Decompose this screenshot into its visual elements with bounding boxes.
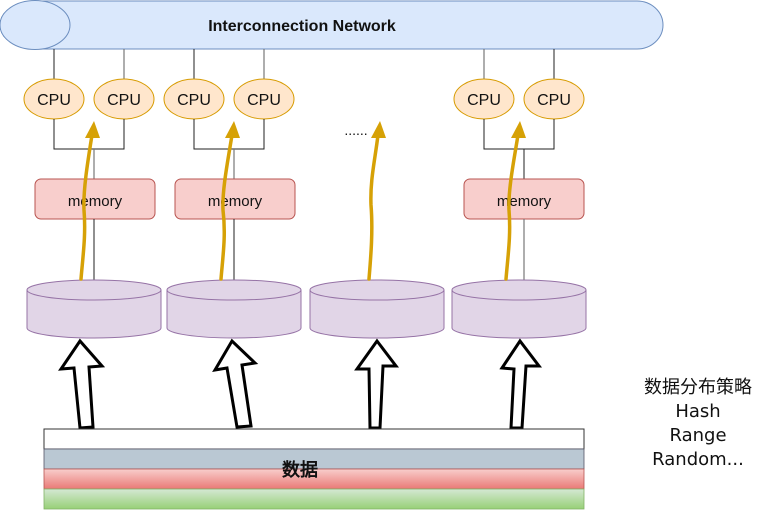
strategy-title: 数据分布策略 (644, 377, 752, 398)
cpu-label: CPU (177, 92, 211, 109)
flow-arrow (367, 133, 380, 281)
flow-arrowhead (511, 121, 526, 138)
more-nodes-ellipsis: ...... (344, 122, 367, 138)
flow-arrowhead (371, 121, 386, 138)
cpu-label: CPU (247, 92, 281, 109)
node-1: CPU CPU memory (23, 49, 156, 280)
data-layer-green (43, 488, 585, 510)
cpu-bus (483, 119, 555, 150)
flow-arrowhead (85, 121, 100, 138)
cpu-label: CPU (467, 92, 501, 109)
distribution-arrow (58, 338, 106, 430)
disk (309, 279, 445, 339)
flow-arrow (79, 133, 94, 281)
disk (26, 279, 162, 339)
distribution-arrow (499, 338, 543, 430)
disk (166, 279, 302, 339)
distribution-arrow (354, 338, 400, 430)
data-bar-label: 数据 (282, 459, 318, 481)
memory-box (174, 178, 296, 220)
disk (451, 279, 587, 339)
strategy-item-range: Range (669, 425, 727, 446)
memory-label: memory (68, 193, 123, 210)
memory-label: memory (497, 193, 552, 210)
flow-arrowhead (225, 121, 240, 138)
network-label: Interconnection Network (208, 18, 396, 35)
distribution-strategy-note: 数据分布策略 Hash Range Random... (628, 376, 768, 472)
data-layer-white (43, 428, 585, 450)
strategy-item-hash: Hash (675, 401, 721, 422)
memory-box (34, 178, 156, 220)
cpu-label: CPU (37, 92, 71, 109)
flow-arrow (219, 133, 234, 281)
cpu-label: CPU (537, 92, 571, 109)
memory-label: memory (208, 193, 263, 210)
data-bar: 数据 (43, 428, 585, 510)
node-2: CPU CPU memory (163, 49, 296, 280)
flow-arrow (504, 133, 520, 281)
network-end-cap (0, 0, 71, 50)
distribution-arrow (212, 338, 259, 429)
cpu-label: CPU (107, 92, 141, 109)
node-4: CPU CPU memory (453, 49, 585, 280)
interconnection-network: Interconnection Network (0, 0, 664, 50)
strategy-item-random: Random... (652, 449, 744, 470)
